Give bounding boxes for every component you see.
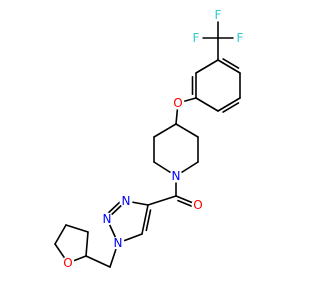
fluorine-atom-top: F bbox=[215, 8, 222, 22]
bond-b1-b2 bbox=[217, 59, 241, 74]
bond-b3-b4 bbox=[217, 97, 241, 112]
bond-layer bbox=[54, 14, 241, 268]
label-bg-f-bottom bbox=[211, 8, 225, 22]
bond-b1-b2-double bbox=[222, 58, 240, 69]
bond-p4-p3 bbox=[175, 123, 199, 138]
bond-thf4-thf3 bbox=[65, 224, 89, 233]
label-bg-n-piperidine bbox=[169, 169, 183, 183]
label-bg-o-carbonyl bbox=[191, 198, 205, 212]
fluorine-atom-right: F bbox=[237, 31, 244, 45]
bond-cc-oc-double bbox=[177, 199, 195, 208]
atom-label-layer: F F F O N O N N N O bbox=[61, 8, 247, 270]
bond-ch2-thf2 bbox=[85, 255, 111, 268]
piperidine-nitrogen-atom: N bbox=[172, 169, 181, 183]
bond-n3-n2-double bbox=[106, 200, 122, 215]
label-bg-n-triazole-2 bbox=[100, 212, 114, 226]
bond-t5-t4 bbox=[141, 204, 149, 235]
triazole-nitrogen-atom-1: N bbox=[122, 194, 131, 208]
tetrahydrofuran-oxygen-atom: O bbox=[63, 256, 72, 270]
bond-thf5-thf4 bbox=[54, 224, 67, 245]
label-bg-f-left bbox=[189, 31, 203, 45]
bond-b4-b5 bbox=[195, 97, 219, 112]
carbonyl-oxygen-atom: O bbox=[193, 198, 202, 212]
bond-p5-p4 bbox=[153, 123, 177, 138]
label-bg-n-triazole-1 bbox=[119, 194, 133, 208]
bond-b3-b4-double bbox=[222, 102, 240, 113]
bond-thf3-thf2 bbox=[85, 231, 89, 257]
label-bg-o-thf bbox=[61, 256, 75, 270]
triazole-nitrogen-atom-2: N bbox=[103, 212, 112, 226]
label-bg-f-right bbox=[233, 31, 247, 45]
bond-b6-b1 bbox=[195, 59, 219, 74]
fluorine-atom-left: F bbox=[193, 31, 200, 45]
molecule-structure: F F F O N O N N N O bbox=[54, 8, 247, 270]
ether-oxygen-atom: O bbox=[173, 96, 182, 110]
label-bg-n-triazole-3 bbox=[111, 236, 125, 250]
triazole-nitrogen-atom-3: N bbox=[114, 236, 123, 250]
bond-cc-t4 bbox=[147, 195, 177, 206]
bond-t5-t4-double bbox=[145, 209, 152, 232]
label-bg-o-ether bbox=[171, 96, 185, 110]
